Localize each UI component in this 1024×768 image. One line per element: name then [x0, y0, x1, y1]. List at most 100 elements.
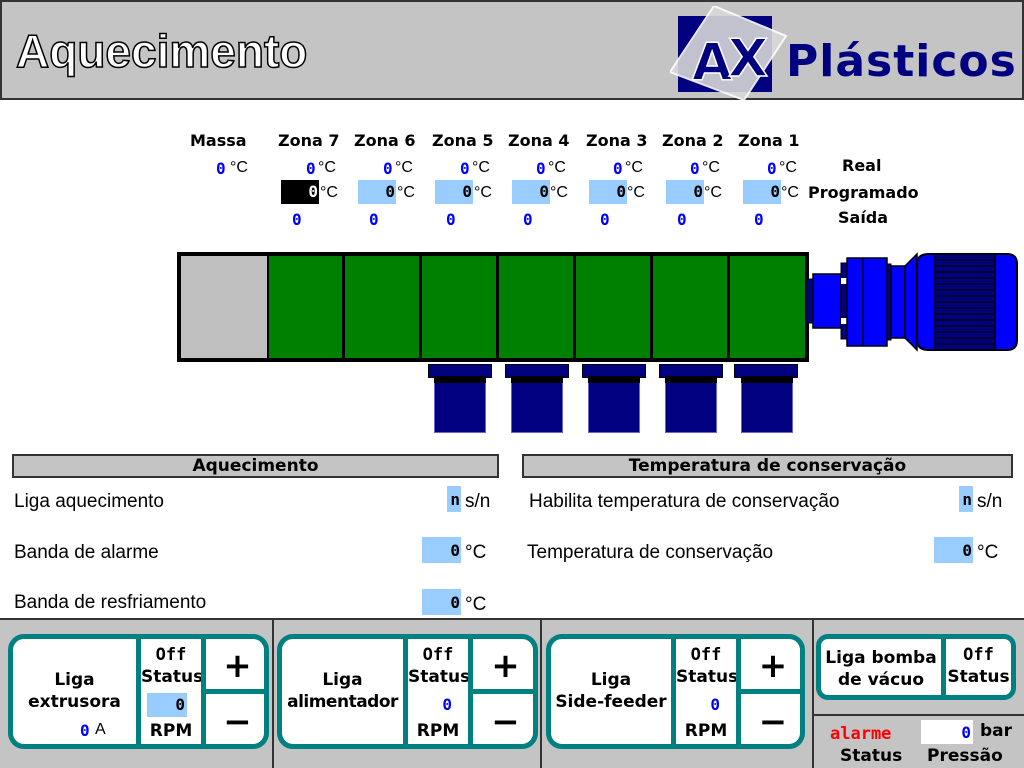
header-zona-2: Zona 2 — [662, 131, 724, 150]
zona2-programado-input[interactable]: 0 — [666, 180, 704, 204]
header-zona-5: Zona 5 — [432, 131, 494, 150]
habilita-conservacao-unit: s/n — [977, 491, 1003, 512]
vacuo-pressure-panel: alarme Status 0 bar Pressão — [814, 714, 1024, 768]
liga-alimentador-label: alimentador — [287, 692, 398, 712]
liga-extrusora-label: Liga — [54, 670, 95, 690]
massa-real-value: 0 — [216, 159, 226, 178]
zona1-programado-input[interactable]: 0 — [743, 180, 781, 204]
zona3-saida-value: 0 — [600, 210, 610, 229]
zona4-saida-value: 0 — [523, 210, 533, 229]
header-zona-7: Zona 7 — [278, 131, 340, 150]
extrusora-control-card: Liga extrusora 0 A Off Status 0 RPM + − — [8, 634, 269, 749]
liga-aquecimento-input[interactable]: n — [447, 486, 461, 512]
liga-side-feeder-label: Liga — [590, 670, 632, 690]
liga-aquecimento-unit: s/n — [465, 491, 491, 512]
side-feeder-rpm-label: RPM — [684, 721, 728, 741]
conservacao-section-title: Temperatura de conservação — [522, 454, 1013, 478]
unit-label: °C — [627, 184, 645, 201]
divider — [812, 618, 814, 768]
zona2-saida-value: 0 — [677, 210, 687, 229]
unit-label: °C — [781, 184, 799, 201]
unit-label: °C — [474, 184, 492, 201]
liga-side-feeder-button[interactable]: Liga Side-feeder — [551, 639, 671, 744]
habilita-conservacao-label: Habilita temperatura de conservação — [529, 491, 840, 512]
extrusora-plus-button[interactable]: + — [223, 646, 252, 686]
vacuo-status-label: Status — [947, 667, 1010, 687]
vacuo-control-card: Liga bomba de vácuo Off Status — [816, 634, 1016, 700]
vacuo-pressure-label: Pressão — [927, 746, 1003, 766]
unit-label: °C — [702, 159, 720, 176]
zona6-programado-input[interactable]: 0 — [358, 180, 396, 204]
zona5-saida-value: 0 — [446, 210, 456, 229]
extrusora-status-label: Status — [141, 667, 204, 687]
zona7-saida-value: 0 — [292, 210, 302, 229]
alimentador-status-value: Off — [422, 645, 454, 665]
zone-block-6[interactable] — [345, 256, 419, 358]
row-label-real: Real — [842, 156, 882, 175]
alimentador-minus-button[interactable]: − — [491, 702, 520, 742]
temperatura-conservacao-label: Temperatura de conservação — [527, 542, 774, 563]
alimentador-rpm-label: RPM — [416, 721, 460, 741]
unit-label: °C — [472, 159, 490, 176]
zone-block-4[interactable] — [499, 256, 573, 358]
banda-resfriamento-unit: °C — [465, 594, 487, 615]
liga-bomba-vacuo-button[interactable]: Liga bomba de vácuo — [821, 639, 941, 695]
unit-label: °C — [397, 184, 415, 201]
alimentador-status-label: Status — [408, 667, 471, 687]
alimentador-plus-button[interactable]: + — [491, 646, 520, 686]
zone-block-3[interactable] — [576, 256, 650, 358]
liga-alimentador-label: Liga — [322, 670, 363, 690]
alimentador-status: Off Status 0 RPM — [408, 639, 471, 744]
banda-resfriamento-input[interactable]: 0 — [422, 589, 461, 615]
unit-label: °C — [779, 159, 797, 176]
extrusora-status-value: Off — [155, 645, 187, 665]
company-logo: A X Plásticos — [668, 4, 1020, 102]
row-label-saida: Saída — [838, 208, 889, 227]
zona2-real-value: 0 — [690, 159, 700, 178]
ax-logo-icon: A X — [668, 4, 788, 102]
zone-block-7[interactable] — [269, 256, 342, 358]
unit-label: °C — [548, 159, 566, 176]
zona6-saida-value: 0 — [369, 210, 379, 229]
feed-zone — [181, 256, 267, 358]
banda-alarme-input[interactable]: 0 — [422, 537, 461, 563]
header-zona-4: Zona 4 — [508, 131, 570, 150]
extrusora-rpm-label: RPM — [149, 721, 193, 741]
svg-text:X: X — [728, 29, 768, 89]
liga-aquecimento-label: Liga aquecimento — [14, 491, 164, 512]
zona7-real-value: 0 — [306, 159, 316, 178]
aquecimento-section-title: Aquecimento — [12, 454, 499, 478]
vacuo-pressure-unit: bar — [980, 721, 1013, 741]
zona5-programado-input[interactable]: 0 — [435, 180, 473, 204]
zone-block-5[interactable] — [422, 256, 496, 358]
banda-alarme-unit: °C — [465, 542, 487, 563]
zona3-programado-input[interactable]: 0 — [589, 180, 627, 204]
unit-label: °C — [395, 159, 413, 176]
side-feeder-plus-button[interactable]: + — [758, 646, 788, 686]
unit-label: °C — [550, 184, 568, 201]
zone-block-2[interactable] — [653, 256, 727, 358]
vacuo-status-value: Off — [963, 645, 994, 665]
zona4-programado-input[interactable]: 0 — [512, 180, 550, 204]
zona7-programado-input[interactable]: 0 — [281, 180, 319, 204]
extrusora-rpm-input[interactable]: 0 — [147, 693, 187, 717]
side-feeder-status-value: Off — [690, 645, 722, 665]
divider — [272, 618, 274, 768]
extrusora-status: Off Status 0 RPM — [141, 639, 204, 744]
extrusora-minus-button[interactable]: − — [223, 702, 252, 742]
divider — [540, 618, 542, 768]
liga-extrusora-button[interactable]: Liga extrusora 0 A — [13, 639, 136, 744]
banda-resfriamento-label: Banda de resfriamento — [14, 592, 207, 613]
side-feeder-minus-button[interactable]: − — [758, 702, 788, 742]
liga-alimentador-button[interactable]: Liga alimentador — [282, 639, 403, 744]
zona1-real-value: 0 — [767, 159, 777, 178]
alimentador-rpm-value: 0 — [442, 695, 452, 714]
temperatura-conservacao-input[interactable]: 0 — [934, 537, 973, 563]
habilita-conservacao-input[interactable]: n — [959, 486, 973, 512]
header-zona-6: Zona 6 — [354, 131, 416, 150]
zona5-real-value: 0 — [460, 159, 470, 178]
zone-block-1[interactable] — [730, 256, 805, 358]
unit-label: °C — [704, 184, 722, 201]
zona1-saida-value: 0 — [754, 210, 764, 229]
side-feeder-status: Off Status 0 RPM — [676, 639, 738, 744]
